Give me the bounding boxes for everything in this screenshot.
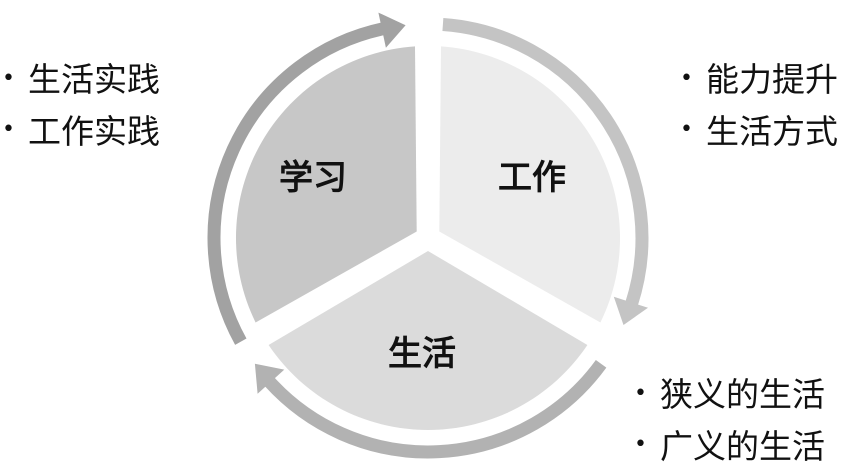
segment-study-wedge bbox=[235, 46, 417, 323]
segment-label-study: 学习 bbox=[279, 158, 347, 198]
arrow-head-work bbox=[613, 296, 648, 325]
arrow-work-to-life bbox=[442, 18, 649, 307]
study-point: 工作实践 bbox=[2, 107, 160, 159]
life-points-list: 狭义的生活 广义的生活 bbox=[634, 370, 825, 473]
arrow-study-to-work bbox=[207, 22, 385, 345]
study-point: 生活实践 bbox=[2, 55, 160, 107]
segment-work-wedge bbox=[439, 46, 621, 323]
study-points-list: 生活实践 工作实践 bbox=[2, 55, 160, 158]
life-point: 广义的生活 bbox=[634, 422, 825, 474]
arrow-head-study bbox=[378, 12, 406, 48]
arrow-life-to-study bbox=[264, 359, 607, 459]
work-point: 能力提升 bbox=[680, 55, 838, 107]
life-point: 狭义的生活 bbox=[634, 370, 825, 422]
segment-label-work: 工作 bbox=[498, 158, 566, 198]
segment-life-wedge bbox=[268, 251, 588, 430]
arrow-head-life bbox=[254, 363, 285, 394]
segment-label-life: 生活 bbox=[388, 334, 456, 374]
work-points-list: 能力提升 生活方式 bbox=[680, 55, 838, 158]
work-point: 生活方式 bbox=[680, 107, 838, 159]
